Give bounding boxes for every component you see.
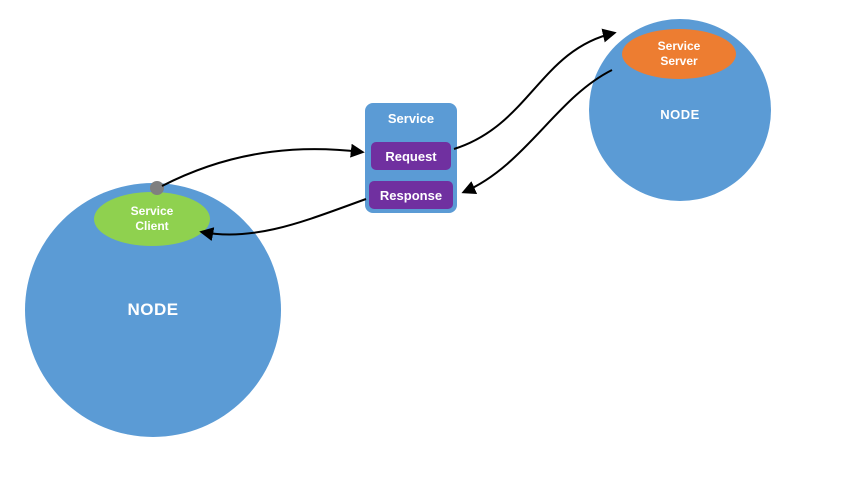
service-server-label: Service Server	[657, 39, 701, 68]
left-node-label: NODE	[127, 300, 179, 319]
service-box: Service Request Response	[365, 103, 457, 213]
request-label: Request	[385, 148, 437, 164]
service-client-label: Service Client	[130, 204, 174, 233]
connection-dot	[150, 181, 164, 195]
service-title: Service	[387, 111, 435, 126]
service-server-ellipse: Service Server	[622, 29, 736, 79]
service-client-ellipse: Service Client	[94, 192, 210, 246]
request-box: Request	[371, 142, 451, 170]
right-node-label: NODE	[660, 106, 700, 122]
arrow-server-to-response	[461, 69, 613, 194]
response-box: Response	[369, 181, 453, 209]
response-label: Response	[379, 187, 443, 203]
arrow-client-to-request	[161, 143, 365, 187]
